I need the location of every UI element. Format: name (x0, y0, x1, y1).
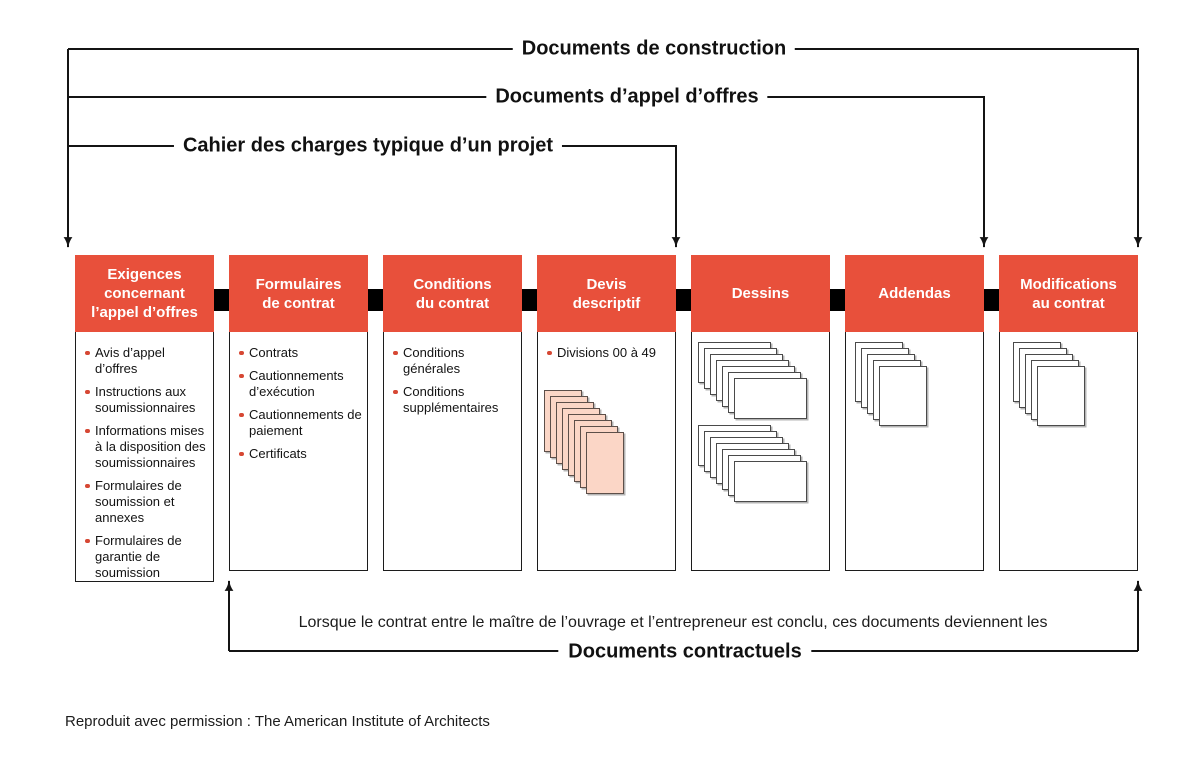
bottom-sentence: Lorsque le contrat entre le maître de l’… (298, 614, 1048, 631)
bullet-list: Divisions 00 à 49 (547, 345, 671, 361)
column-header: Formulaires de contrat (229, 255, 368, 332)
bullet-item: Cautionnements de paiement (239, 407, 363, 439)
column-body (999, 332, 1138, 571)
column-addendas: Addendas (845, 255, 984, 571)
label-cahier-des-charges: Cahier des charges typique d’un projet (173, 134, 563, 158)
header-joint (213, 289, 230, 311)
bullet-list: Contrats Cautionnements d’exécution Caut… (239, 345, 363, 462)
column-modifications-contrat: Modifications au contrat (999, 255, 1138, 571)
column-body: Conditions générales Conditions suppléme… (383, 332, 522, 571)
header-joint (983, 289, 1000, 311)
label-documents-construction: Documents de construction (512, 37, 796, 61)
bracket-line-cahier-des-charges (68, 145, 681, 249)
bullet-item: Formulaires de soumission et annexes (85, 478, 209, 526)
column-header: Conditions du contrat (383, 255, 522, 332)
column-header: Modifications au contrat (999, 255, 1138, 332)
portrait-document-stack-icon (1013, 342, 1085, 426)
pink-document-stack-icon (544, 390, 624, 494)
column-exigences: Exigences concernant l’appel d’offres Av… (75, 255, 214, 582)
bullet-item: Conditions supplémentaires (393, 384, 517, 416)
column-conditions-contrat: Conditions du contrat Conditions général… (383, 255, 522, 571)
credit-line: Reproduit avec permission : The American… (65, 713, 490, 730)
bullet-item: Cautionnements d’exécution (239, 368, 363, 400)
label-documents-appel-offres: Documents d’appel d’offres (486, 85, 768, 109)
bullet-list: Avis d’appel d’offres Instructions aux s… (85, 345, 209, 581)
column-devis-descriptif: Devis descriptif Divisions 00 à 49 (537, 255, 676, 571)
bullet-item: Divisions 00 à 49 (547, 345, 671, 361)
column-body: Divisions 00 à 49 (537, 332, 676, 571)
header-joint (521, 289, 538, 311)
column-dessins: Dessins (691, 255, 830, 571)
column-body (691, 332, 830, 571)
header-joint (367, 289, 384, 311)
header-joint (829, 289, 846, 311)
bullet-item: Instructions aux soumissionnaires (85, 384, 209, 416)
label-documents-contractuels: Documents contractuels (558, 640, 812, 664)
header-joint (675, 289, 692, 311)
column-body: Avis d’appel d’offres Instructions aux s… (75, 332, 214, 582)
bracket-line-documents-construction (68, 48, 1143, 249)
landscape-document-stack-icon (698, 425, 807, 502)
bullet-list: Conditions générales Conditions suppléme… (393, 345, 517, 416)
portrait-document-stack-icon (855, 342, 927, 426)
column-body: Contrats Cautionnements d’exécution Caut… (229, 332, 368, 571)
landscape-document-stack-icon (698, 342, 807, 419)
bullet-item: Contrats (239, 345, 363, 361)
bullet-item: Conditions générales (393, 345, 517, 377)
bullet-item: Formulaires de garantie de soumission (85, 533, 209, 581)
column-header: Dessins (691, 255, 830, 332)
bullet-item: Avis d’appel d’offres (85, 345, 209, 377)
column-header: Devis descriptif (537, 255, 676, 332)
bullet-item: Informations mises à la disposition des … (85, 423, 209, 471)
bullet-item: Certificats (239, 446, 363, 462)
column-header: Addendas (845, 255, 984, 332)
column-body (845, 332, 984, 571)
column-header: Exigences concernant l’appel d’offres (75, 255, 214, 332)
column-formulaires-contrat: Formulaires de contrat Contrats Cautionn… (229, 255, 368, 571)
bracket-line-documents-appel-offres (68, 96, 989, 249)
